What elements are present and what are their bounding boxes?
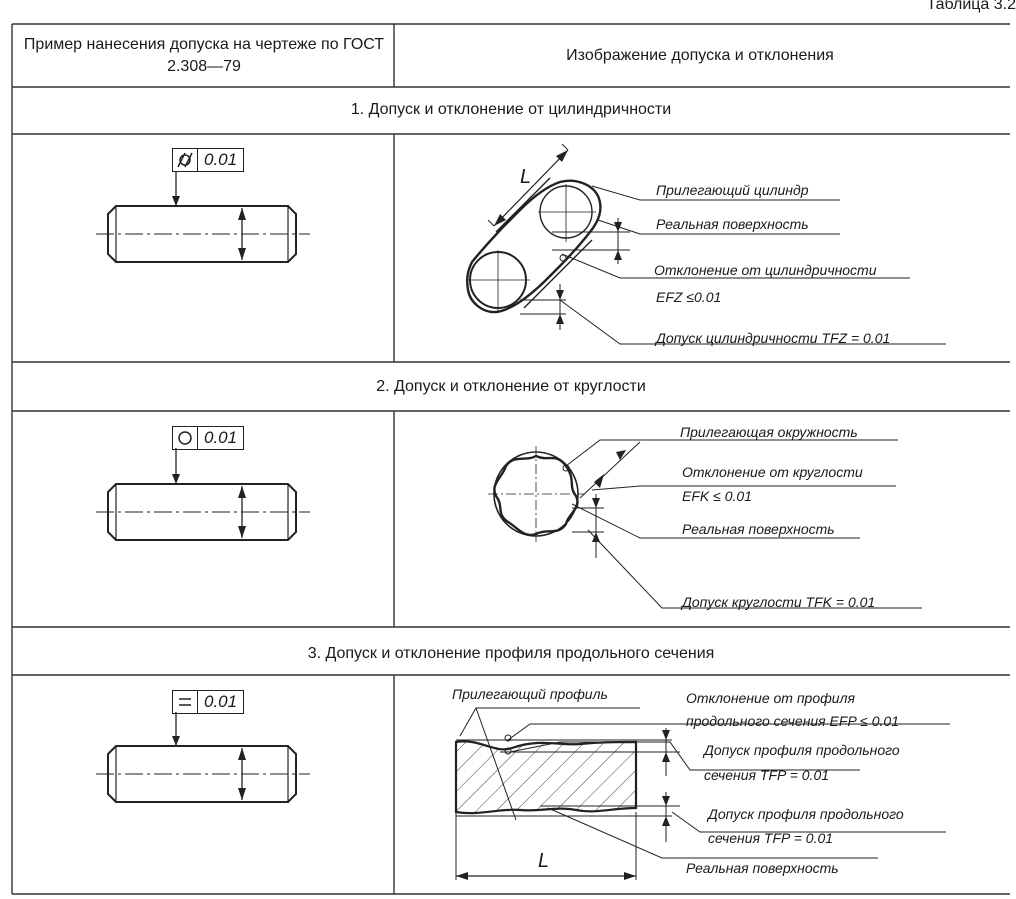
circle-icon: [173, 427, 198, 449]
label-tfk: Допуск круглости TFK = 0.01: [682, 594, 876, 610]
label-real-surface-1: Реальная поверхность: [656, 216, 809, 232]
label-real-surface-3: Реальная поверхность: [686, 860, 839, 876]
feature-control-frame-1: 0.01: [172, 148, 245, 172]
section2-title: 2. Допуск и отклонение от круглости: [376, 378, 646, 395]
cylindricity-icon: [173, 149, 198, 171]
label-tfp-a1: Допуск профиля продольного: [704, 742, 900, 758]
table-label: Таблица 3.2: [926, 0, 1016, 13]
frame-value-1: 0.01: [204, 150, 238, 169]
label-tfz: Допуск цилиндричности TFZ = 0.01: [656, 330, 891, 346]
frame-value-2: 0.01: [204, 428, 238, 447]
label-tfp-b1: Допуск профиля продольного: [708, 806, 904, 822]
feature-control-frame-2: 0.01: [172, 426, 245, 450]
label-profile-deviation-1: Отклонение от профиля: [686, 690, 855, 706]
dimension-L-1: L: [520, 166, 532, 188]
label-adjacent-cylinder: Прилегающий цилиндр: [656, 182, 809, 198]
label-efk: EFK ≤ 0.01: [682, 488, 752, 504]
header-col1: Пример нанесения допуска на чертеже по Г…: [23, 36, 385, 75]
section1-title: 1. Допуск и отклонение от цилиндричности: [350, 101, 672, 118]
dimension-L-3: L: [538, 850, 550, 872]
label-real-surface-2: Реальная поверхность: [682, 521, 835, 537]
label-tfp-b2: сечения TFP = 0.01: [708, 830, 834, 846]
label-adjacent-circle: Прилегающая окружность: [680, 424, 858, 440]
label-cylindricity-deviation: Отклонение от цилиндричности: [654, 262, 877, 278]
equal-icon: [173, 691, 198, 713]
label-roundness-deviation: Отклонение от круглости: [682, 464, 863, 480]
label-efp: продольного сечения EFP ≤ 0.01: [686, 713, 899, 729]
feature-control-frame-3: 0.01: [172, 690, 245, 714]
label-tfp-a2: сечения TFP = 0.01: [704, 767, 830, 783]
section3-title: 3. Допуск и отклонение профиля продольно…: [307, 645, 715, 662]
header-col2: Изображение допуска и отклонения: [566, 47, 834, 64]
frame-value-3: 0.01: [204, 692, 238, 711]
label-efz: EFZ ≤0.01: [656, 289, 722, 305]
label-adjacent-profile: Прилегающий профиль: [452, 686, 608, 702]
